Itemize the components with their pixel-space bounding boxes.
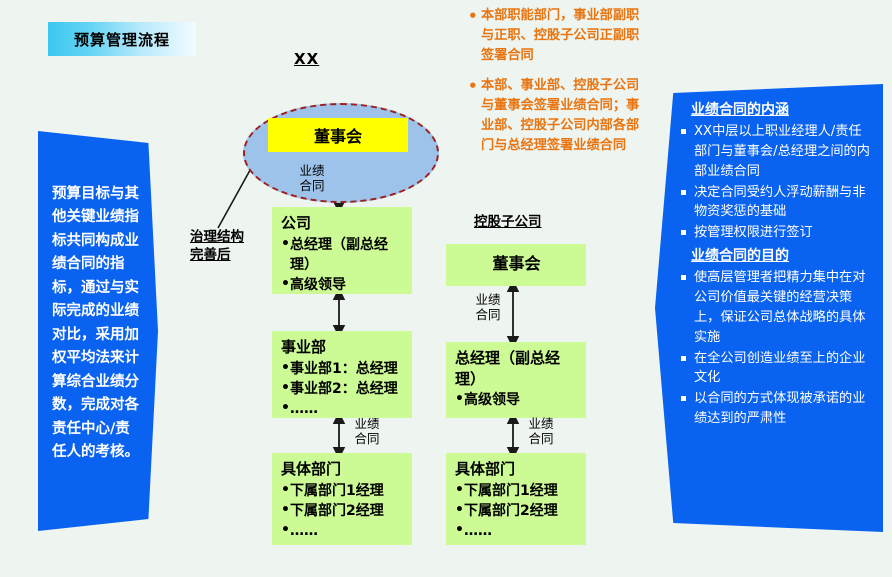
perf-contract-line1: 业绩 [299, 163, 325, 178]
perf-contract-line2: 合同 [299, 178, 325, 194]
right-callout-section1-title: 业绩合同的内涵 [691, 102, 789, 118]
list-item: …… [281, 398, 404, 419]
org-box-head: 具体部门 [281, 460, 342, 478]
list-item: 使高层管理者把精力集中在对公司价值最关键的经营决策上，保证公司总体战略的具体实施 [681, 268, 871, 347]
subsidiary-box-gm[interactable]: 总经理（副总经理） 高级领导 [446, 342, 586, 418]
perf-contract-label-4: 业绩 合同 [466, 292, 510, 323]
org-box-list: 高级领导 [455, 389, 578, 410]
perf-contract-line2: 合同 [528, 431, 554, 447]
board-of-directors-box[interactable]: 董事会 [268, 118, 408, 152]
org-box-list: 事业部1：总经理 事业部2：总经理 …… [281, 358, 404, 419]
governance-annotation: 治理结构完善后 [190, 229, 244, 264]
list-item: …… [455, 520, 578, 541]
right-callout-section2-title: 业绩合同的目的 [691, 248, 789, 265]
perf-contract-label-1: 业绩 合同 [290, 163, 334, 194]
subsidiary-box-departments[interactable]: 具体部门 下属部门1经理 下属部门2经理 …… [446, 453, 586, 545]
right-callout-box: 业绩合同的内涵 XX中层以上职业经理人/责任部门与董事会/总经理之间的内部业绩合… [655, 84, 883, 532]
left-callout-text: 预算目标与其他关键业绩指标共同构成业绩合同的指标，通过与实际完成的业绩对比，采用… [52, 186, 139, 461]
org-box-head: 公司 [281, 214, 312, 232]
left-callout-box: 预算目标与其他关键业绩指标共同构成业绩合同的指标，通过与实际完成的业绩对比，采用… [38, 131, 158, 531]
perf-contract-line2: 合同 [475, 307, 501, 323]
list-item: 决定合同受约人浮动薪酬与非物资奖惩的基础 [681, 183, 871, 223]
org-box-list: 总经理（副总经理） 高级领导 [281, 234, 404, 295]
right-callout-section1-list: XX中层以上职业经理人/责任部门与董事会/总经理之间的内部业绩合同 决定合同受约… [681, 122, 871, 243]
list-item: 事业部1：总经理 [281, 358, 404, 379]
list-item: 总经理（副总经理） [281, 234, 404, 275]
list-item: 高级领导 [455, 389, 578, 410]
list-item: 在全公司创造业绩至上的企业文化 [681, 349, 871, 389]
page-title-banner: 预算管理流程 [48, 22, 196, 56]
perf-contract-line1: 业绩 [528, 416, 554, 431]
list-item: 下属部门1经理 [455, 480, 578, 501]
org-box-business-units[interactable]: 事业部 事业部1：总经理 事业部2：总经理 …… [272, 331, 412, 418]
list-item: 本部职能部门，事业部副职与正职、控股子公司正副职签署合同 [468, 5, 652, 66]
org-box-head: 董事会 [492, 254, 541, 274]
org-box-list: 下属部门1经理 下属部门2经理 …… [281, 480, 404, 541]
orange-annotations: 本部职能部门，事业部副职与正职、控股子公司正副职签署合同 本部、事业部、控股子公… [468, 5, 652, 166]
list-item: 事业部2：总经理 [281, 378, 404, 399]
org-root-label: XX [294, 50, 320, 68]
org-box-head: 总经理（副总经理） [455, 349, 561, 388]
org-box-head: 具体部门 [455, 460, 516, 478]
list-item: 下属部门1经理 [281, 480, 404, 501]
orange-annotation-list: 本部职能部门，事业部副职与正职、控股子公司正副职签署合同 本部、事业部、控股子公… [468, 5, 652, 156]
right-callout-section2-list: 使高层管理者把精力集中在对公司价值最关键的经营决策上，保证公司总体战略的具体实施… [681, 268, 871, 428]
perf-contract-line1: 业绩 [475, 292, 501, 307]
board-of-directors-label: 董事会 [313, 127, 362, 146]
list-item: XX中层以上职业经理人/责任部门与董事会/总经理之间的内部业绩合同 [681, 122, 871, 181]
page-title: 预算管理流程 [73, 30, 170, 49]
list-item: …… [281, 520, 404, 541]
org-box-departments[interactable]: 具体部门 下属部门1经理 下属部门2经理 …… [272, 453, 412, 545]
list-item: 以合同的方式体现被承诺的业绩达到的严肃性 [681, 389, 871, 429]
perf-contract-label-3: 业绩 合同 [345, 416, 389, 447]
perf-contract-label-5: 业绩 合同 [519, 416, 563, 447]
list-item: 下属部门2经理 [455, 500, 578, 521]
subsidiary-box-board[interactable]: 董事会 [446, 244, 586, 286]
perf-contract-line1: 业绩 [354, 416, 380, 431]
org-box-head: 事业部 [281, 338, 327, 356]
list-item: 下属部门2经理 [281, 500, 404, 521]
list-item: 按管理权限进行签订 [681, 223, 871, 243]
org-box-list: 下属部门1经理 下属部门2经理 …… [455, 480, 578, 541]
list-item: 高级领导 [281, 274, 404, 295]
subsidiary-column-label: 控股子公司 [474, 214, 542, 230]
list-item: 本部、事业部、控股子公司与董事会签署业绩合同；事业部、控股子公司内部各部门与总经… [468, 75, 652, 156]
perf-contract-line2: 合同 [354, 431, 380, 447]
org-box-company[interactable]: 公司 总经理（副总经理） 高级领导 [272, 207, 412, 294]
